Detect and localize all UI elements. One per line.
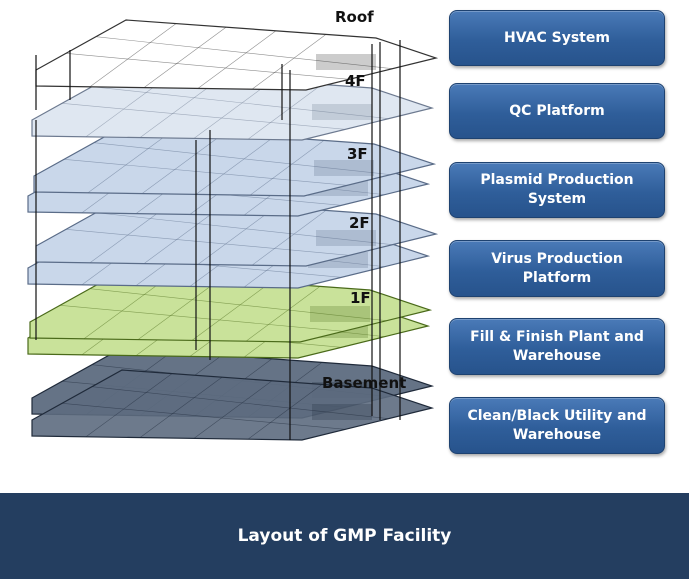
- qc-platform-button[interactable]: QC Platform: [449, 83, 665, 139]
- footer-banner: Layout of GMP Facility: [0, 493, 689, 579]
- footer-title: Layout of GMP Facility: [237, 526, 452, 546]
- building-floor-stack-diagram: [27, 19, 439, 441]
- floor-plate-basement-upper: [31, 369, 435, 441]
- floor-label-4f: 4F: [345, 72, 366, 90]
- floor-plate-3f-upper: [33, 125, 437, 197]
- virus-production-platform-button[interactable]: Virus Production Platform: [449, 240, 665, 297]
- floor-plate-1f-upper: [29, 271, 433, 343]
- plasmid-production-system-button[interactable]: Plasmid Production System: [449, 162, 665, 218]
- floor-label-basement: Basement: [322, 374, 407, 392]
- clean-black-utility-warehouse-button[interactable]: Clean/Black Utility and Warehouse: [449, 397, 665, 454]
- floor-label-1f: 1F: [350, 289, 371, 307]
- floor-label-3f: 3F: [347, 145, 368, 163]
- fill-finish-plant-warehouse-button[interactable]: Fill & Finish Plant and Warehouse: [449, 318, 665, 375]
- floor-plate-roof: [35, 19, 439, 91]
- hvac-system-button[interactable]: HVAC System: [449, 10, 665, 66]
- floor-label-roof: Roof: [335, 8, 374, 26]
- floor-label-2f: 2F: [349, 214, 370, 232]
